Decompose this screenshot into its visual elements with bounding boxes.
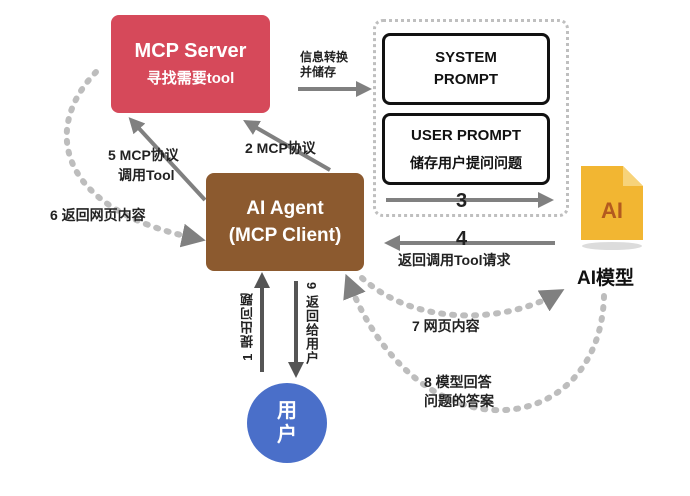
- prompt-group-frame: [373, 19, 569, 217]
- user-prompt-title: USER PROMPT: [410, 127, 521, 144]
- label-step7: 7 网页内容: [412, 318, 480, 334]
- label-step3: 3: [456, 190, 468, 212]
- arrow-step5: [128, 117, 207, 202]
- system-prompt-line1: SYSTEM: [435, 49, 497, 66]
- arrow-step2: [243, 120, 331, 172]
- file-icon: AI: [581, 166, 643, 250]
- mcp-server-box: MCP Server 寻找需要tool: [111, 15, 270, 113]
- label-info-transform-1: 信息转换: [300, 50, 349, 64]
- user-label-2: 户: [277, 424, 297, 446]
- arrow-step6: [63, 69, 206, 248]
- mcp-server-title: MCP Server: [134, 40, 247, 62]
- label-step9: 9 返回给用户: [304, 282, 319, 365]
- ai-icon-label: AI: [601, 198, 623, 223]
- arrow-step8: [343, 273, 607, 414]
- arrow-step7: [359, 275, 565, 319]
- ai-model-caption: AI模型: [577, 268, 635, 289]
- label-step4-text: 返回调用Tool请求: [398, 252, 511, 268]
- user-prompt-box: USER PROMPT 储存用户提问问题: [382, 113, 550, 185]
- ai-agent-title: AI Agent: [246, 198, 324, 219]
- label-step8-2: 问题的答案: [424, 393, 494, 409]
- label-step1: 1 提出问题: [240, 292, 255, 361]
- user-label-1: 用: [277, 400, 297, 422]
- label-step6: 6 返回网页内容: [50, 207, 146, 223]
- label-info-transform-2: 并储存: [300, 65, 337, 79]
- label-step4: 4: [456, 228, 468, 250]
- user-prompt-desc: 储存用户提问问题: [410, 155, 522, 171]
- user-circle: 用 户: [247, 383, 327, 463]
- label-step5-2: 调用Tool: [118, 167, 175, 183]
- mcp-server-subtitle: 寻找需要tool: [146, 70, 235, 87]
- label-step2: 2 MCP协议: [245, 140, 316, 156]
- label-step8-1: 8 模型回答: [424, 374, 492, 390]
- ai-agent-subtitle: (MCP Client): [228, 225, 342, 246]
- system-prompt-line2: PROMPT: [433, 71, 499, 88]
- label-step5-1: 5 MCP协议: [108, 147, 179, 163]
- system-prompt-box: SYSTEM PROMPT: [382, 33, 550, 105]
- ai-agent-box: AI Agent (MCP Client): [206, 173, 364, 271]
